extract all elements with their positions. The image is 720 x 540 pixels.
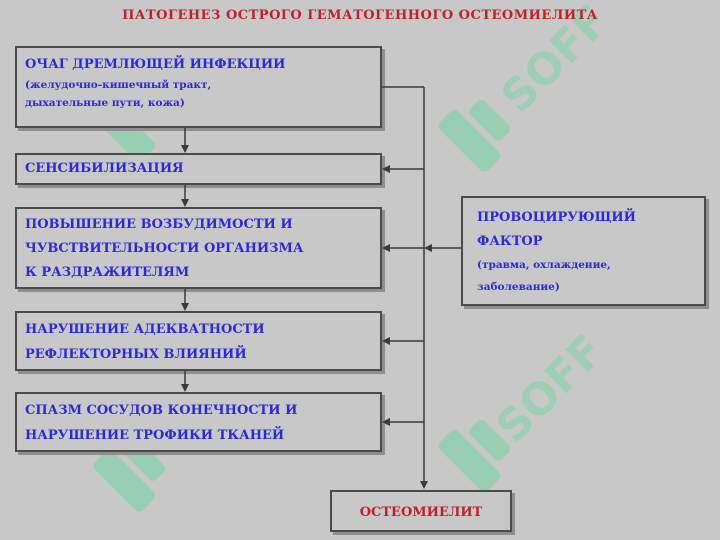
provoking-factor-label-2: ФАКТОР: [477, 234, 543, 249]
vascular-spasm-label-2: НАРУШЕНИЕ ТРОФИКИ ТКАНЕЙ: [25, 428, 285, 443]
osteomyelitis-label: ОСТЕОМИЕЛИТ: [359, 505, 483, 520]
vascular-spasm-label-1: СПАЗМ СОСУДОВ КОНЕЧНОСТИ И: [25, 403, 298, 418]
reflex-disorder-label-1: НАРУШЕНИЕ АДЕКВАТНОСТИ: [25, 322, 265, 337]
osteomyelitis-result-box: ОСТЕОМИЕЛИТ: [330, 490, 512, 532]
provoking-factor-detail-1: (травма, охлаждение,: [477, 259, 611, 271]
infection-focus-detail-2: дыхательные пути, кожа): [25, 97, 185, 109]
provoking-factor-detail-2: заболевание): [477, 281, 560, 293]
infection-focus-label: ОЧАГ ДРЕМЛЮЩЕЙ ИНФЕКЦИИ: [25, 57, 286, 72]
excitability-box: ПОВЫШЕНИЕ ВОЗБУДИМОСТИ И ЧУВСТВИТЕЛЬНОСТ…: [15, 207, 382, 289]
reflex-disorder-box: НАРУШЕНИЕ АДЕКВАТНОСТИ РЕФЛЕКТОРНЫХ ВЛИЯ…: [15, 311, 382, 371]
provoking-factor-box: ПРОВОЦИРУЮЩИЙ ФАКТОР (травма, охлаждение…: [461, 196, 706, 306]
infection-focus-detail-1: (желудочно-кишечный тракт,: [25, 79, 212, 91]
infection-focus-box: ОЧАГ ДРЕМЛЮЩЕЙ ИНФЕКЦИИ (желудочно-кишеч…: [15, 46, 382, 128]
excitability-label-3: К РАЗДРАЖИТЕЛЯМ: [25, 265, 190, 280]
excitability-label-2: ЧУВСТВИТЕЛЬНОСТИ ОРГАНИЗМА: [25, 241, 304, 256]
sensitization-box: СЕНСИБИЛИЗАЦИЯ: [15, 153, 382, 185]
excitability-label-1: ПОВЫШЕНИЕ ВОЗБУДИМОСТИ И: [25, 217, 293, 232]
provoking-factor-label-1: ПРОВОЦИРУЮЩИЙ: [477, 210, 636, 225]
reflex-disorder-label-2: РЕФЛЕКТОРНЫХ ВЛИЯНИЙ: [25, 347, 247, 362]
sensitization-label: СЕНСИБИЛИЗАЦИЯ: [25, 161, 184, 176]
vascular-spasm-box: СПАЗМ СОСУДОВ КОНЕЧНОСТИ И НАРУШЕНИЕ ТРО…: [15, 392, 382, 452]
diagram-title: ПАТОГЕНЕЗ ОСТРОГО ГЕМАТОГЕННОГО ОСТЕОМИЕ…: [122, 8, 598, 23]
